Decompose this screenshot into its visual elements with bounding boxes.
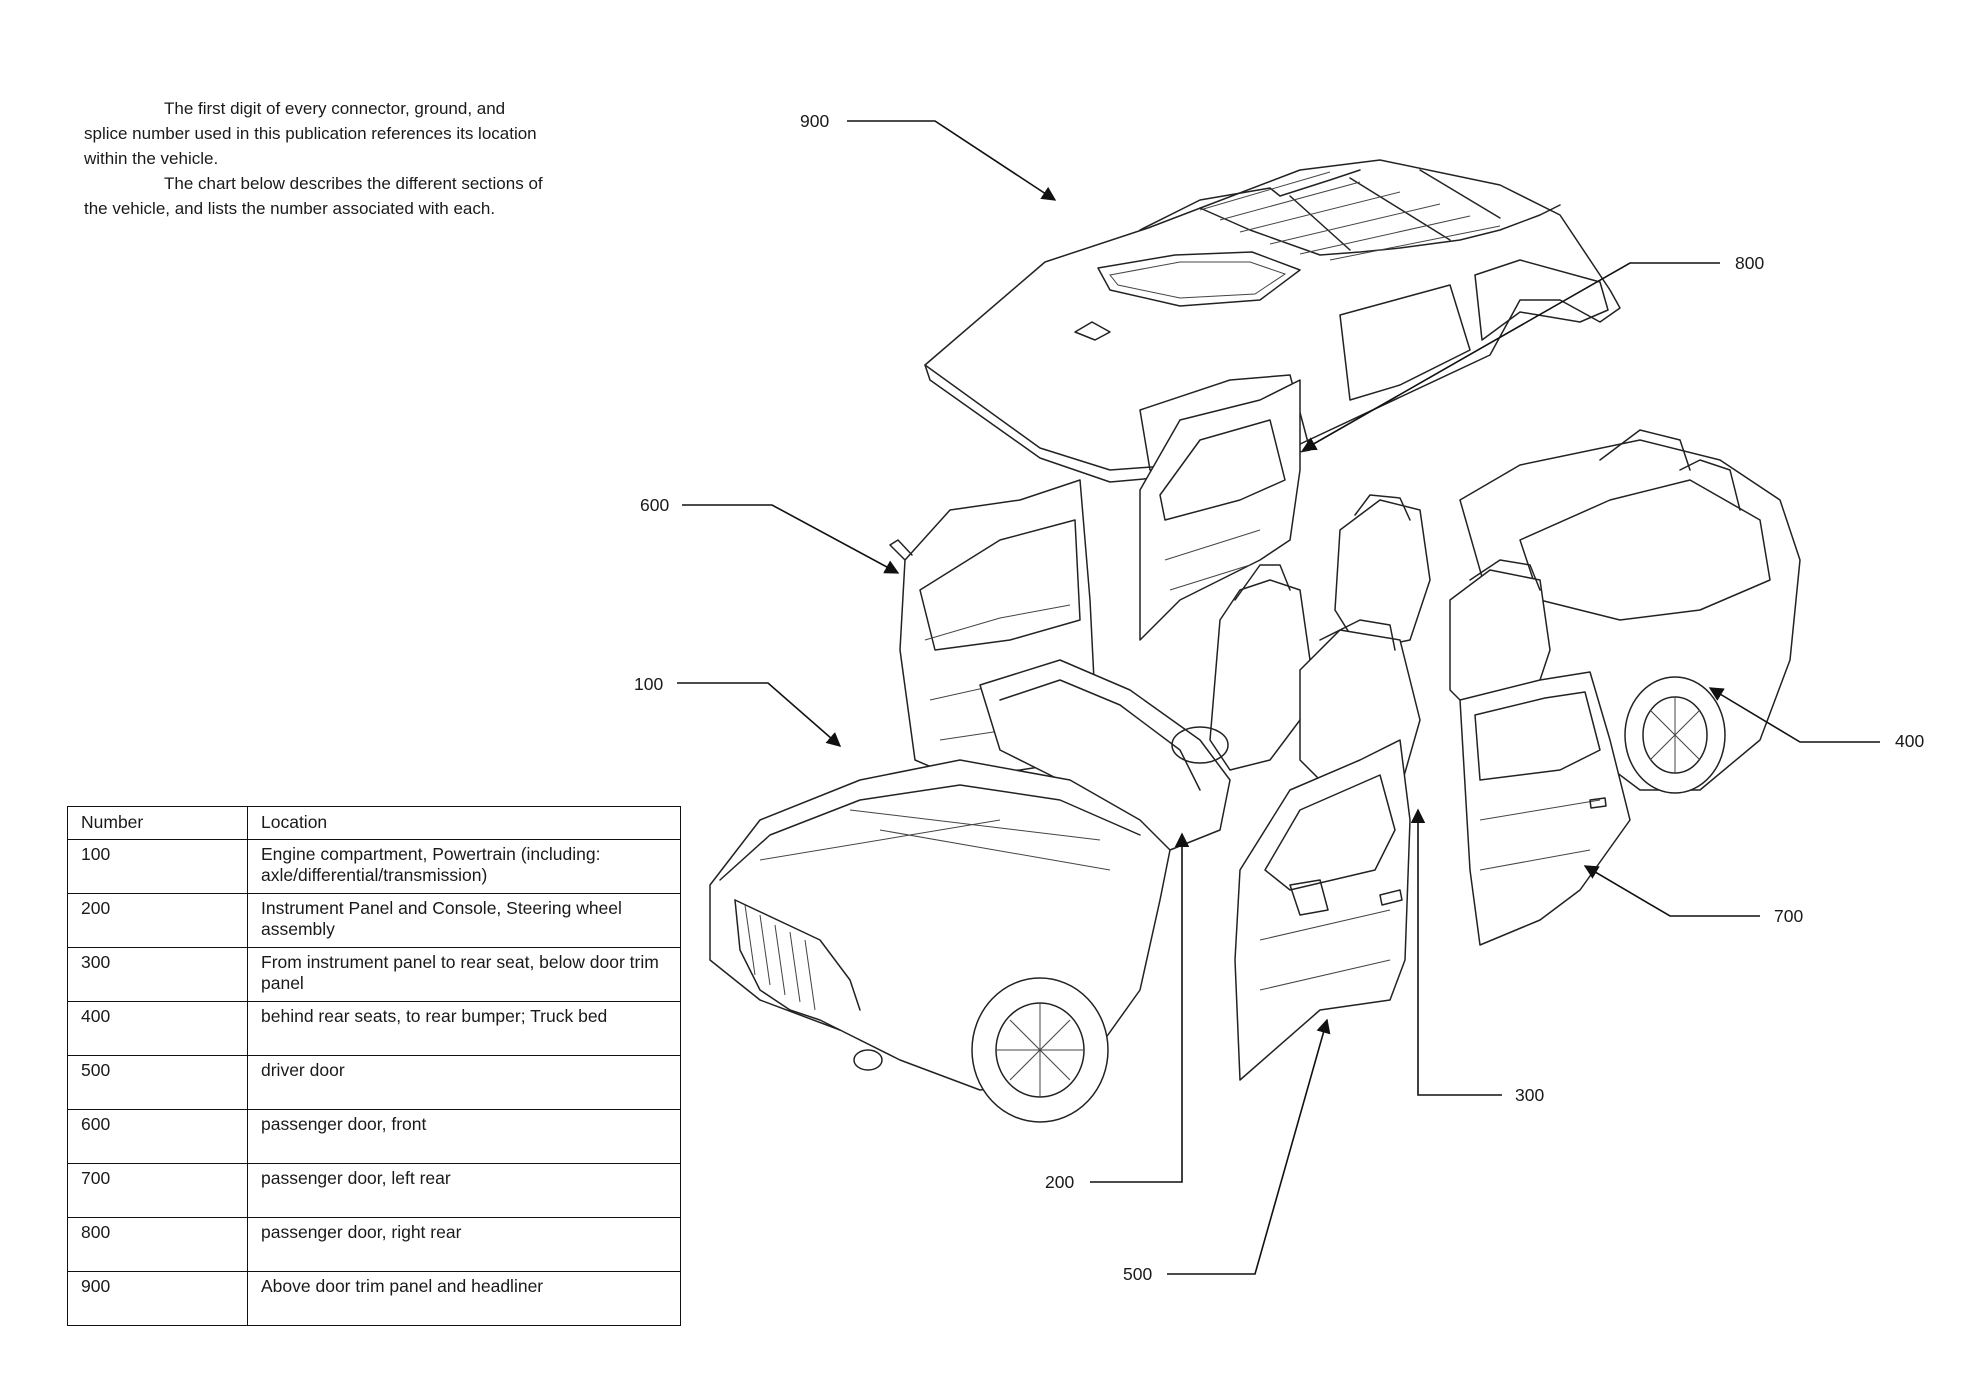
row-number: 800 xyxy=(67,1217,248,1272)
table-header-row: Number Location xyxy=(67,806,681,840)
callout-500: 500 xyxy=(1123,1018,1331,1284)
row-number: 500 xyxy=(67,1055,248,1110)
instrument-panel xyxy=(979,659,1231,851)
header-location: Location xyxy=(247,806,681,840)
callout-600: 600 xyxy=(640,495,900,574)
row-location: passenger door, front xyxy=(247,1109,681,1164)
callout-label-100: 100 xyxy=(634,674,663,694)
row-location: passenger door, left rear xyxy=(247,1163,681,1218)
callout-800: 800 xyxy=(1301,253,1764,451)
callout-label-600: 600 xyxy=(640,495,669,515)
row-location: driver door xyxy=(247,1055,681,1110)
callout-300: 300 xyxy=(1410,808,1544,1105)
intro-paragraph-2: The chart below describes the different … xyxy=(84,174,543,218)
callout-900: 900 xyxy=(800,111,1057,201)
callout-label-800: 800 xyxy=(1735,253,1764,273)
callout-label-900: 900 xyxy=(800,111,829,131)
row-location: Engine compartment, Powertrain (includin… xyxy=(247,839,681,894)
rear-cargo-area xyxy=(1459,429,1801,794)
header-number: Number xyxy=(67,806,248,840)
callout-700: 700 xyxy=(1583,865,1803,926)
callout-label-400: 400 xyxy=(1895,731,1924,751)
row-location: Above door trim panel and headliner xyxy=(247,1271,681,1326)
row-number: 300 xyxy=(67,947,248,1002)
row-number: 100 xyxy=(67,839,248,894)
row-number: 600 xyxy=(67,1109,248,1164)
callout-400: 400 xyxy=(1708,687,1924,751)
row-number: 400 xyxy=(67,1001,248,1056)
callout-label-300: 300 xyxy=(1515,1085,1544,1105)
row-number: 200 xyxy=(67,893,248,948)
callout-label-700: 700 xyxy=(1774,906,1803,926)
driver-door xyxy=(1234,739,1411,1081)
callout-100: 100 xyxy=(634,674,842,747)
callout-label-500: 500 xyxy=(1123,1264,1152,1284)
roof-section xyxy=(924,159,1621,483)
row-location: From instrument panel to rear seat, belo… xyxy=(247,947,681,1002)
seats xyxy=(1209,494,1551,801)
intro-text: The first digit of every connector, grou… xyxy=(84,96,544,221)
right-rear-door xyxy=(1139,379,1301,641)
callout-200: 200 xyxy=(1045,832,1190,1192)
front-body xyxy=(709,759,1171,1123)
row-location: passenger door, right rear xyxy=(247,1217,681,1272)
row-number: 900 xyxy=(67,1271,248,1326)
callout-label-200: 200 xyxy=(1045,1172,1074,1192)
intro-paragraph-1: The first digit of every connector, grou… xyxy=(84,99,537,168)
